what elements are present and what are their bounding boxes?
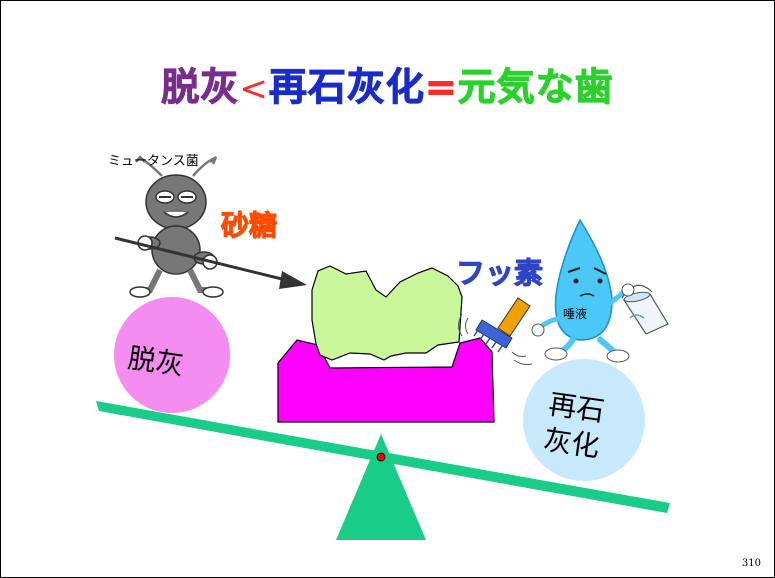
spear-arrow-icon xyxy=(114,236,307,289)
sugar-label: 砂糖 xyxy=(220,209,278,243)
pivot-dot xyxy=(376,452,386,462)
title-part-remineralization: 再石灰化 xyxy=(268,65,425,110)
title-equals: = xyxy=(424,65,458,110)
demineralization-label: 脱灰 xyxy=(125,341,186,382)
gum xyxy=(277,337,495,423)
remineralization-label: 再石 灰化 xyxy=(541,386,607,466)
saliva-drop-icon xyxy=(531,218,630,363)
saliva-label: 唾液 xyxy=(563,307,588,321)
bucket-icon xyxy=(621,283,669,335)
page-number: 310 xyxy=(741,558,761,569)
slide-title: 脱灰<再石灰化=元気な歯 xyxy=(0,56,775,111)
demineralization-ball xyxy=(114,297,230,413)
title-part-healthy-teeth: 元気な歯 xyxy=(457,65,614,110)
toothbrush-icon xyxy=(458,297,533,365)
mutans-bacteria-icon xyxy=(129,155,224,298)
seesaw-fulcrum xyxy=(336,434,426,540)
title-part-demineralization: 脱灰 xyxy=(161,65,240,110)
tooth-crown xyxy=(311,265,463,361)
remineralization-label-line2: 灰化 xyxy=(541,423,602,464)
fluoride-label: フッ素 xyxy=(455,256,544,291)
bacteria-label: ミュータンス菌 xyxy=(108,154,199,169)
title-less-than: < xyxy=(239,69,269,109)
remineralization-ball xyxy=(523,359,645,481)
